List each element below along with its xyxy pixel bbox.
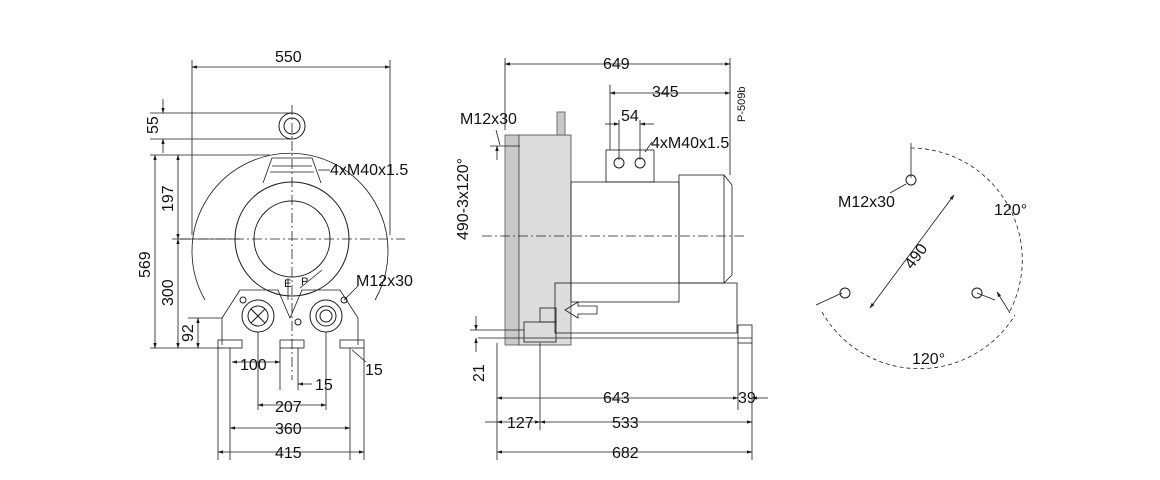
- dim-533: 533: [612, 415, 639, 432]
- dim-15-bottom: 15: [315, 377, 333, 394]
- flange-hole-right: [971, 287, 983, 299]
- dim-643: 643: [603, 390, 630, 407]
- dim-300: 300: [160, 279, 177, 306]
- dim-207: 207: [275, 399, 302, 416]
- dim-345: 345: [652, 84, 679, 101]
- front-inlet-label: 4xM40x1.5: [330, 162, 408, 179]
- dim-360: 360: [275, 421, 302, 438]
- angle-bottom: 120°: [912, 351, 945, 368]
- angle-top-right: 120°: [994, 202, 1027, 219]
- side-view: 649 345 54 4xM40x1.5 P-509b M12x30 490-3…: [455, 56, 768, 462]
- flange-mount-label: M12x30: [838, 194, 895, 211]
- bolt-circle-label: 490-3x120°: [455, 158, 472, 240]
- dim-15-right: 15: [365, 362, 383, 379]
- dim-39: 39: [738, 390, 756, 407]
- dim-55: 55: [145, 116, 162, 134]
- flange-hole-left: [839, 287, 851, 299]
- dim-550: 550: [275, 49, 302, 66]
- dim-21: 21: [471, 364, 488, 382]
- dim-127: 127: [507, 415, 534, 432]
- dim-569: 569: [137, 251, 154, 278]
- front-mount-label: M12x30: [356, 273, 413, 290]
- drawing-code: P-509b: [736, 87, 748, 122]
- flange-view: 490 M12x30 120° 120°: [815, 143, 1027, 370]
- dim-490: 490: [902, 241, 932, 273]
- side-inlet-label: 4xM40x1.5: [651, 135, 729, 152]
- dim-682: 682: [612, 445, 639, 462]
- side-mount-label: M12x30: [460, 111, 517, 128]
- mark-p: P: [301, 276, 308, 288]
- dim-100: 100: [240, 357, 267, 374]
- dim-197: 197: [160, 185, 177, 212]
- flange-hole-top: [905, 174, 917, 186]
- dim-649: 649: [603, 56, 630, 73]
- mark-e: E: [284, 278, 291, 290]
- dim-54: 54: [621, 108, 639, 125]
- front-view: E P 550 55 569 197 300 92: [137, 49, 413, 462]
- dim-415: 415: [275, 445, 302, 462]
- dim-92: 92: [180, 324, 197, 342]
